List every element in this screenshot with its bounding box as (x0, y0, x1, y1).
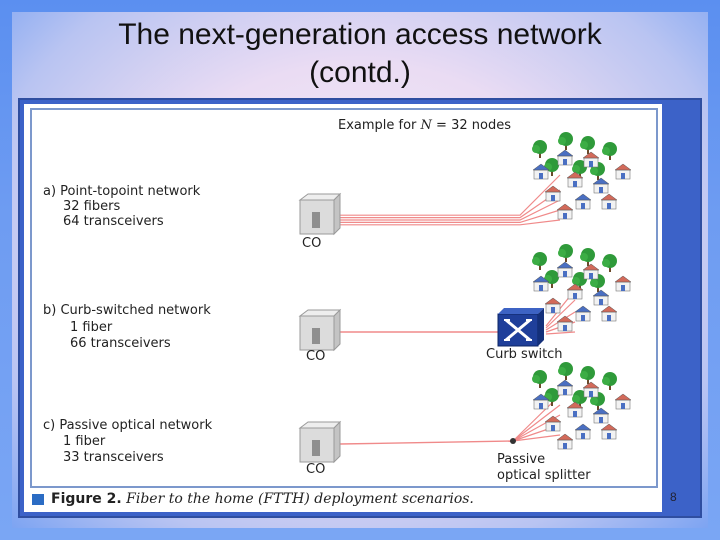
scenario-a-line1: 32 fibers (63, 199, 121, 214)
figure-header: Example for N = 32 nodes (338, 118, 511, 133)
slide-title: The next-generation access network (cont… (0, 16, 720, 92)
co-building-a (298, 192, 342, 236)
scenario-a-title: a) Point-topoint network (43, 184, 201, 199)
co-label-a: CO (302, 236, 322, 251)
caption-label: Figure 2. (51, 491, 122, 507)
houses-cluster-a (532, 132, 632, 220)
co-building-b (298, 308, 342, 352)
fiber-bundle-c (339, 394, 561, 445)
optical-splitter-icon (510, 438, 516, 444)
caption-marker (32, 494, 44, 505)
co-label-b: CO (306, 349, 326, 364)
houses-cluster-c (532, 362, 632, 450)
curb-switch-icon (497, 308, 544, 347)
scenario-c-line2: 33 transceivers (63, 450, 164, 465)
figure-caption: Figure 2. Fiber to the home (FTTH) deplo… (51, 491, 474, 508)
slide-title-line1: The next-generation access network (118, 18, 602, 51)
splitter-label-line2: optical splitter (497, 468, 591, 483)
caption-text: Fiber to the home (FTTH) deployment scen… (126, 491, 474, 507)
caption-bar (30, 490, 658, 510)
fiber-bundle-a (340, 174, 561, 226)
scenario-c-title: c) Passive optical network (43, 418, 213, 433)
curb-switch-label: Curb switch (486, 347, 563, 362)
scenario-c-line1: 1 fiber (63, 434, 106, 449)
splitter-label-line1: Passive (497, 452, 546, 467)
page-number: 8 (670, 490, 677, 504)
scenario-b-line1: 1 fiber (70, 320, 113, 335)
scenario-b-line2: 66 transceivers (70, 336, 171, 351)
co-label-c: CO (306, 462, 326, 477)
scenario-a-line2: 64 transceivers (63, 214, 164, 229)
co-building-c (298, 420, 342, 464)
houses-cluster-b (532, 244, 632, 332)
slide-title-line2: (contd.) (309, 56, 411, 89)
scenario-b-title: b) Curb-switched network (43, 303, 211, 318)
